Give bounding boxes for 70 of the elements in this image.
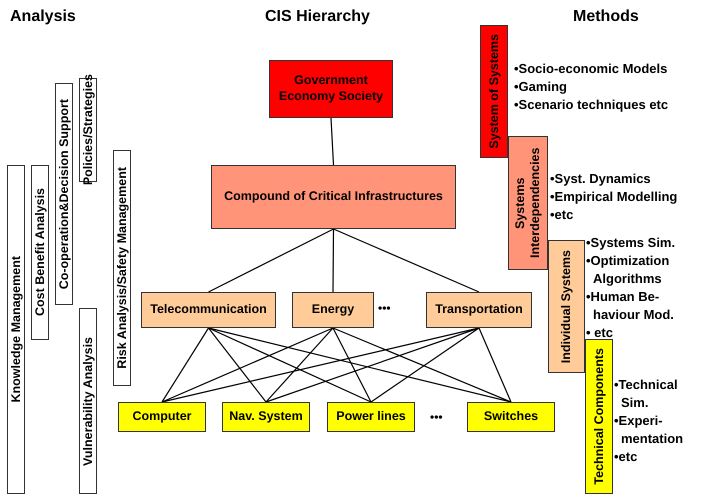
- bar-label: Knowledge Management: [8, 256, 24, 403]
- analysis-bar: [79, 308, 97, 494]
- bar-label: Policies/Strategies: [80, 74, 96, 186]
- connector-line: [332, 327, 512, 403]
- component-box: [222, 402, 310, 432]
- connector-line: [208, 327, 512, 403]
- analysis-bar: [31, 165, 49, 340]
- bar-label: Co-operation&Decision Support: [56, 98, 72, 290]
- connector-line: [478, 328, 512, 402]
- connector-line: [332, 229, 334, 292]
- bullet-item: •Scenario techniques etc: [514, 96, 670, 114]
- connector-line: [208, 327, 372, 403]
- bar-label: Technical Components: [592, 348, 606, 485]
- bullet-item: •Gaming: [514, 78, 568, 96]
- connector-line: [332, 328, 372, 402]
- bullet-item: •Empirical Modelling: [550, 188, 678, 206]
- bar-label: Risk Analysis/Safety Management: [114, 167, 130, 369]
- bar-label: Individual Systems: [559, 250, 574, 364]
- connector-line: [333, 228, 480, 293]
- connector-line: [162, 327, 334, 403]
- column-heading: CIS Hierarchy: [265, 8, 370, 26]
- bullet-item: •Optimization Algorithms: [586, 252, 670, 288]
- ellipsis: •••: [430, 410, 443, 424]
- node-label: Telecommunication: [150, 302, 267, 318]
- node-label: Compound of Critical Infrastructures: [224, 189, 443, 205]
- analysis-bar: [113, 150, 131, 386]
- bullet-item: •Syst. Dynamics: [550, 170, 652, 188]
- connector-line: [208, 328, 266, 402]
- connector-line: [266, 327, 480, 403]
- node-label: Energy: [312, 302, 354, 318]
- component-box: [467, 402, 555, 432]
- bullet-item: •Technical Sim.: [614, 376, 679, 412]
- bullet-item: •etc: [614, 448, 638, 466]
- ellipsis: •••: [378, 301, 391, 315]
- node-label: Government Economy Society: [278, 73, 384, 105]
- bullet-item: •etc: [550, 206, 574, 224]
- infrastructure-box: [211, 165, 456, 229]
- node-label: Computer: [132, 409, 192, 425]
- connector-line: [162, 328, 209, 402]
- column-heading: Methods: [573, 8, 639, 26]
- column-heading: Analysis: [10, 8, 76, 26]
- sector-box: [292, 292, 374, 328]
- node-label: Transportation: [435, 302, 523, 318]
- bar-label: System of Systems: [486, 34, 502, 149]
- sector-box: [141, 292, 276, 328]
- bullet-item: •Human Be- haviour Mod.: [586, 288, 675, 324]
- component-box: [327, 402, 415, 432]
- connector-line: [370, 328, 480, 402]
- analysis-bar: [55, 83, 73, 305]
- sector-box: [426, 292, 532, 328]
- society-box: [269, 60, 393, 118]
- bullet-item: •Socio-economic Models: [514, 60, 668, 78]
- method-bar: [585, 339, 613, 494]
- bullet-item: •Systems Sim.: [586, 234, 676, 252]
- connector-line: [330, 118, 334, 166]
- method-bar: [548, 240, 585, 373]
- node-label: Switches: [484, 409, 538, 425]
- node-label: Power lines: [336, 409, 406, 425]
- bar-label: Cost Benefit Analysis: [32, 188, 48, 317]
- bullet-item: •Experi- mentation: [614, 412, 684, 448]
- node-label: Nav. System: [229, 409, 303, 425]
- bullet-item: • etc: [586, 324, 614, 342]
- method-bar: [480, 25, 508, 158]
- component-box: [118, 402, 206, 432]
- bar-label: Systems Interdependencies: [513, 146, 543, 260]
- analysis-bar: [7, 165, 25, 494]
- connector-line: [266, 328, 334, 402]
- method-bar: [508, 136, 548, 270]
- connector-line: [208, 228, 334, 293]
- bar-label: Vulnerability Analysis: [80, 336, 96, 466]
